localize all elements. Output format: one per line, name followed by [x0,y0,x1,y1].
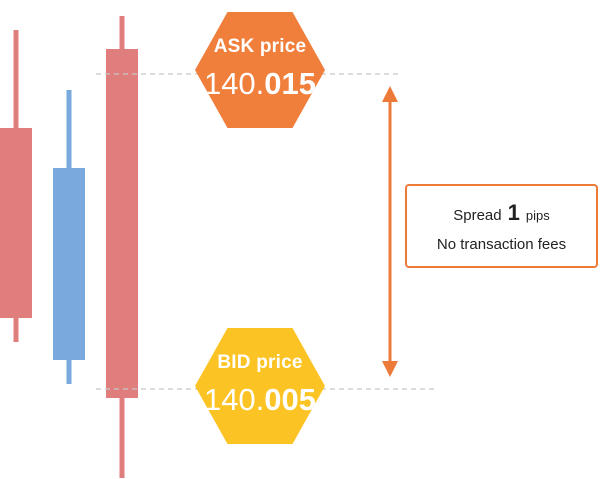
bid-price-decimal: 005 [264,382,317,417]
spread-prefix: Spread [453,207,502,224]
ask-price-decimal: 015 [264,66,317,101]
ask-price-value: 140.015 [195,66,325,102]
spread-unit: pips [525,208,550,223]
candle-3-body [106,49,138,398]
bid-price-value: 140.005 [195,382,325,418]
candle-2-body [53,168,85,360]
spread-arrow [382,86,398,377]
ask-price-label: ASK price [213,36,307,57]
spread-info-box: Spread 1 pips No transaction fees [405,184,598,268]
spread-line: Spread 1 pips [407,200,596,229]
bid-price-main: 140. [203,382,265,417]
bid-price-label: BID price [217,352,303,373]
candle-1-body [0,128,32,318]
spread-value: 1 [507,200,520,225]
transaction-fee-note: No transaction fees [436,236,567,253]
ask-price-main: 140. [203,66,265,101]
